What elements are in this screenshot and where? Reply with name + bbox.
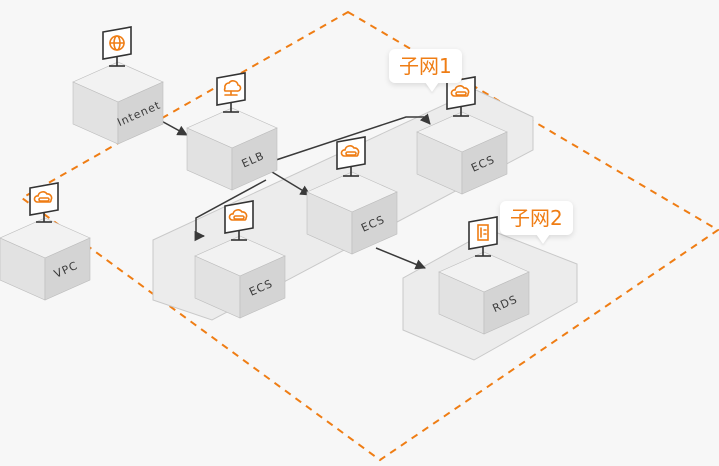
cloud-server-icon bbox=[450, 85, 470, 97]
database-icon bbox=[477, 224, 489, 241]
node-ecs-top: ECS bbox=[416, 76, 508, 195]
subnet-1-callout: 子网1 bbox=[389, 49, 462, 92]
cloud-server-icon bbox=[33, 191, 53, 203]
cloud-server-icon bbox=[228, 209, 248, 221]
monitor-screen bbox=[446, 76, 476, 117]
node-internet: Intenet bbox=[72, 26, 164, 145]
monitor-screen bbox=[468, 216, 498, 257]
monitor-screen bbox=[336, 136, 366, 177]
monitor-screen bbox=[216, 72, 246, 113]
edge-elb-to-ecs-mid bbox=[271, 171, 311, 196]
cloud-server-icon bbox=[340, 145, 360, 157]
node-rds: RDS bbox=[438, 216, 530, 335]
globe-icon bbox=[109, 35, 125, 51]
monitor-screen bbox=[29, 182, 59, 223]
node-vpc: VPC bbox=[0, 182, 91, 301]
subnet-2-callout: 子网2 bbox=[500, 201, 573, 244]
edge-ecs-mid-to-rds bbox=[375, 247, 426, 270]
node-ecs-left: ECS bbox=[194, 200, 286, 319]
monitor-screen bbox=[224, 200, 254, 241]
callout-tail bbox=[536, 234, 550, 244]
node-ecs-mid: ECS bbox=[306, 136, 398, 255]
subnet-1-label: 子网1 bbox=[389, 49, 462, 83]
node-elb: ELB bbox=[186, 72, 278, 191]
monitor-screen bbox=[102, 26, 132, 67]
subnet-2-label: 子网2 bbox=[500, 201, 573, 235]
load-balancer-icon bbox=[223, 80, 242, 96]
edge-elb-to-ecs-left bbox=[194, 179, 267, 242]
callout-tail bbox=[425, 82, 439, 92]
edge-elb-to-ecs-top bbox=[275, 113, 431, 161]
